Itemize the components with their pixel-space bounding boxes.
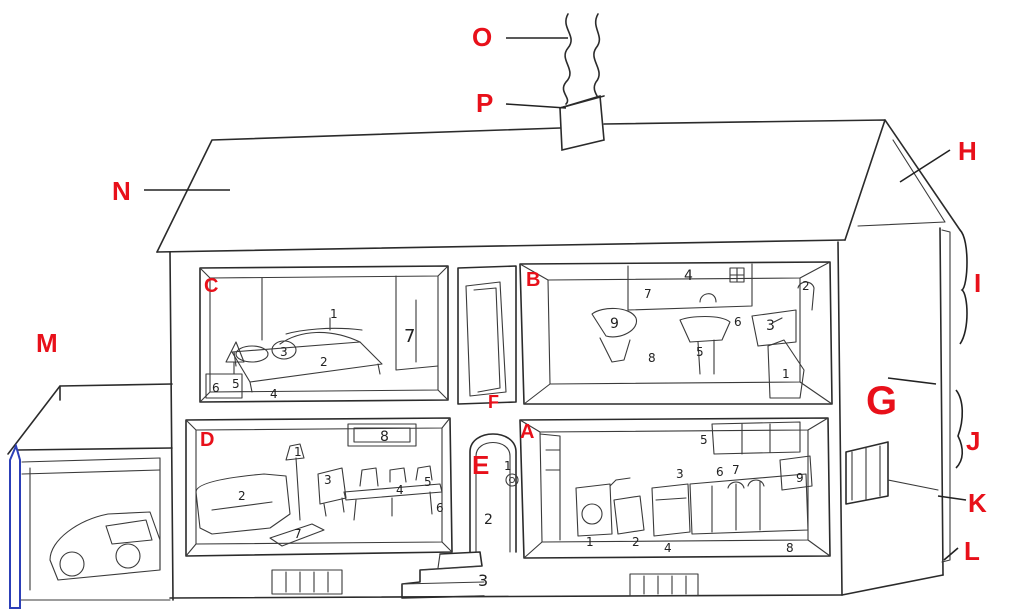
chimney (559, 94, 605, 152)
label-i: I (974, 268, 981, 298)
side-window (845, 441, 939, 505)
house-body (169, 227, 951, 601)
living-room-item-numbers: 1 2 3 4 5 6 7 8 (238, 429, 444, 541)
kitchen-number: 3 (676, 467, 684, 481)
kitchen-number: 4 (664, 541, 672, 555)
bathroom-number: 5 (696, 345, 704, 359)
staircase (457, 265, 517, 405)
label-k: K (968, 488, 987, 518)
drainpipe (9, 443, 21, 609)
room-living (185, 417, 453, 557)
label-l: L (964, 536, 980, 566)
kitchen-number: 9 (796, 471, 804, 485)
label-j: J (966, 426, 980, 456)
label-f: F (488, 392, 499, 412)
door-number: 3 (478, 571, 488, 590)
bathroom-number: 1 (782, 367, 790, 381)
foundation-vents (271, 569, 699, 597)
label-c: C (204, 275, 218, 297)
bathroom-number: 8 (648, 351, 656, 365)
bedroom-number: 2 (320, 355, 328, 369)
kitchen-number: 2 (632, 535, 640, 549)
bedroom-number: 4 (270, 387, 278, 401)
bedroom-item-numbers: 1 2 3 4 5 6 7 (212, 307, 415, 401)
living-number: 2 (238, 489, 246, 503)
label-g: G (866, 379, 897, 423)
label-h: H (958, 136, 977, 166)
kitchen-number: 7 (732, 463, 740, 477)
label-m: M (36, 328, 58, 358)
living-number: 4 (396, 483, 404, 497)
door-item-numbers: 1 2 3 (478, 459, 512, 590)
label-o: O (472, 22, 492, 52)
bedroom-number: 3 (280, 345, 288, 359)
living-number: 7 (294, 527, 302, 541)
kitchen-number: 1 (586, 535, 594, 549)
bathroom-number: 4 (684, 268, 693, 284)
bathroom-item-numbers: 1 2 3 4 5 6 7 8 9 (610, 268, 810, 381)
front-door (469, 433, 519, 553)
kitchen-number: 8 (786, 541, 794, 555)
label-p: P (476, 88, 493, 118)
room-bathroom (519, 261, 833, 405)
living-number: 3 (324, 473, 332, 487)
garage (7, 383, 173, 601)
smoke (562, 13, 601, 105)
room-bedroom (199, 265, 449, 403)
bedroom-number: 1 (330, 307, 338, 321)
bathroom-number: 2 (802, 279, 810, 293)
front-steps (401, 551, 485, 599)
label-a: A (520, 421, 534, 443)
roof (156, 119, 961, 253)
bedroom-number: 5 (232, 377, 240, 391)
label-e: E (472, 450, 489, 480)
bedroom-number: 7 (404, 326, 415, 347)
living-number: 5 (424, 475, 432, 489)
living-number: 1 (294, 445, 302, 459)
bathroom-number: 7 (644, 287, 652, 301)
kitchen-item-numbers: 1 2 3 4 5 6 7 8 9 (586, 433, 804, 555)
label-n: N (112, 176, 131, 206)
door-number: 1 (504, 459, 512, 473)
label-b: B (526, 269, 540, 291)
living-number: 8 (380, 429, 389, 445)
room-kitchen (519, 417, 831, 559)
label-d: D (200, 429, 214, 451)
bedroom-number: 6 (212, 381, 220, 395)
kitchen-number: 5 (700, 433, 708, 447)
kitchen-number: 6 (716, 465, 724, 479)
bathroom-number: 3 (766, 318, 775, 334)
bathroom-number: 9 (610, 316, 619, 332)
door-number: 2 (484, 512, 493, 528)
letter-labels: O P N H I M G J K L C B F D A E (36, 22, 987, 566)
leader-lines (144, 37, 968, 561)
living-number: 6 (436, 501, 444, 515)
bathroom-number: 6 (734, 315, 742, 329)
